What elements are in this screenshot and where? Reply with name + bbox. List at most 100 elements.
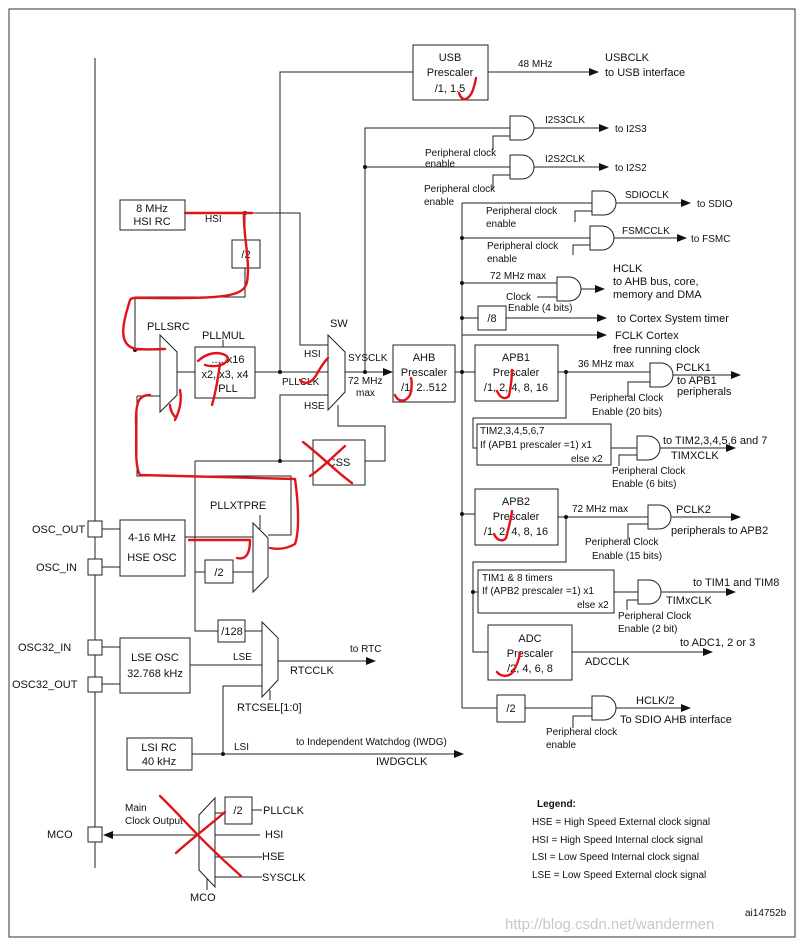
osc32-out-label: OSC32_OUT <box>12 679 78 691</box>
hclk2-enable-2: enable <box>546 740 576 751</box>
figure-id: ai14752b <box>745 908 787 919</box>
pllsrc-mux: PLLSRC <box>136 321 292 536</box>
osc32-in-label: OSC32_IN <box>18 642 71 654</box>
iwdg-dest: to Independent Watchdog (IWDG) <box>296 737 447 748</box>
apb1-enable-2: Enable (20 bits) <box>592 407 662 418</box>
lsi-label: LSI <box>234 742 249 753</box>
i2s2clk-label: I2S2CLK <box>545 154 585 165</box>
fsmc-enable-1: Peripheral clock <box>487 241 559 252</box>
hclk2-divider: /2 HCLK/2 To SDIO AHB interface Peripher… <box>462 694 732 751</box>
tim1-line-2: If (APB2 prescaler =1) x1 <box>482 586 594 597</box>
pllmul-label: PLLMUL <box>202 330 245 342</box>
legend-item: HSE = High Speed External clock signal <box>532 817 710 828</box>
adc-sub: Prescaler <box>507 648 554 660</box>
mco-main-label: Main <box>125 803 147 814</box>
tim1-dest: to TIM1 and TIM8 <box>693 577 779 589</box>
hclk2-div: /2 <box>506 703 515 715</box>
fsmcclk-label: FSMCCLK <box>622 226 670 237</box>
fsmc-enable-2: enable <box>487 254 517 265</box>
hclk2-enable-1: Peripheral clock <box>546 727 618 738</box>
mco-in-pllclk: PLLCLK <box>263 805 305 817</box>
apb2-sub: Prescaler <box>493 511 540 523</box>
mco-div: /2 <box>233 805 242 817</box>
ahb-title: AHB <box>413 352 436 364</box>
tim2-line-2: If (APB1 prescaler =1) x1 <box>480 440 592 451</box>
pllxtpre-label: PLLXTPRE <box>210 500 266 512</box>
legend-title: Legend: <box>537 799 576 810</box>
ahb-div: /1, 2..512 <box>401 382 447 394</box>
i2s2-enable-2: enable <box>424 197 454 208</box>
mco-in-sysclk: SYSCLK <box>262 872 306 884</box>
hsi-freq: 8 MHz <box>136 203 168 215</box>
legend-item: LSI = Low Speed Internal clock signal <box>532 852 699 863</box>
osc-in-pin <box>87 558 103 576</box>
pllsrc-label: PLLSRC <box>147 321 190 333</box>
adc-dest: to ADC1, 2 or 3 <box>680 637 755 649</box>
usb-prescaler: USB Prescaler /1, 1.5 48 MHz USBCLK to U… <box>279 44 685 372</box>
apb2-div: /1, 2, 4, 8, 16 <box>484 526 548 538</box>
osc-out-pin <box>87 520 103 538</box>
fsmc-gate: FSMCCLK to FSMC Peripheral clock enable <box>462 225 730 265</box>
iwdgclk-label: IWDGCLK <box>376 756 428 768</box>
lsi-freq: 40 kHz <box>142 756 176 768</box>
watermark: http://blog.csdn.net/wandermen <box>505 916 714 933</box>
hclk-enable-1: Clock <box>506 292 532 303</box>
sw-mux: SW HSI PLLCLK HSE SYSCLK 72 MHz max <box>278 318 393 463</box>
sdio-dest: to SDIO <box>697 199 733 210</box>
tim2-7-multiplier: TIM2,3,4,5,6,7 If (APB1 prescaler =1) x1… <box>476 423 767 490</box>
mco-pin <box>87 826 103 843</box>
frame <box>8 8 796 938</box>
tim2-enable-2: Enable (6 bits) <box>612 479 676 490</box>
css-label: CSS <box>328 457 351 469</box>
hse-freq: 4-16 MHz <box>128 532 176 544</box>
apb1-title: APB1 <box>502 352 530 364</box>
fsmc-dest: to FSMC <box>691 234 730 245</box>
sw-in-hse: HSE <box>304 401 325 412</box>
apb1-max: 36 MHz max <box>578 359 634 370</box>
osc-in-label: OSC_IN <box>36 562 77 574</box>
hclk-label: HCLK <box>613 263 643 275</box>
adcclk-label: ADCCLK <box>585 656 630 668</box>
i2s3-dest: to I2S3 <box>615 124 647 135</box>
hsi-label: HSI <box>205 214 222 225</box>
mco-pin-label: MCO <box>47 829 73 841</box>
i2s3-gate: I2S3CLK to I2S3 Peripheral clock enable <box>425 115 647 170</box>
sysclk-label: SYSCLK <box>348 353 388 364</box>
i2s2-enable-1: Peripheral clock <box>424 184 496 195</box>
sysclk-max-1: 72 MHz <box>348 376 382 387</box>
mco-mux-label: MCO <box>190 892 216 904</box>
legend: Legend: HSE = High Speed External clock … <box>532 799 710 881</box>
apb2-enable-2: Enable (15 bits) <box>592 551 662 562</box>
mco-in-hse: HSE <box>262 851 285 863</box>
hclk-dest-2: memory and DMA <box>613 289 702 301</box>
apb2-enable-1: Peripheral Clock <box>585 537 659 548</box>
apb2-prescaler: APB2 Prescaler /1, 2, 4, 8, 16 72 MHz ma… <box>462 488 768 653</box>
tim2-enable-1: Peripheral Clock <box>612 466 686 477</box>
sw-label: SW <box>330 318 348 330</box>
sdioclk-label: SDIOCLK <box>625 190 669 201</box>
pclk1-label: PCLK1 <box>676 362 711 374</box>
sdio-gate: SDIOCLK to SDIO Peripheral clock enable <box>462 190 733 230</box>
hse-div: /2 <box>214 567 223 579</box>
usb-title: USB <box>439 52 462 64</box>
ahb-prescaler: AHB Prescaler /1, 2..512 <box>392 344 456 403</box>
rtcsel-label: RTCSEL[1:0] <box>237 702 302 714</box>
hclk-enable-2: Enable (4 bits) <box>508 303 572 314</box>
osc-out-label: OSC_OUT <box>32 524 85 536</box>
legend-item: LSE = Low Speed External clock signal <box>532 870 706 881</box>
apb1-dest-2: peripherals <box>677 386 732 398</box>
apb2-dest: peripherals to APB2 <box>671 525 768 537</box>
apb1-sub: Prescaler <box>493 367 540 379</box>
fclk-output: FCLK Cortex free running clock <box>462 330 700 356</box>
apb2-max: 72 MHz max <box>572 504 628 515</box>
apb1-prescaler: APB1 Prescaler /1, 2, 4, 8, 16 36 MHz ma… <box>472 344 741 449</box>
osc32-in-pin <box>87 639 103 656</box>
sw-in-pllclk: PLLCLK <box>282 377 320 388</box>
rtc-dest: to RTC <box>350 644 382 655</box>
systick-div: /8 <box>487 313 496 325</box>
usb-dest: to USB interface <box>605 67 685 79</box>
fclk-label-2: free running clock <box>613 344 700 356</box>
systick-dest: to Cortex System timer <box>617 313 729 325</box>
